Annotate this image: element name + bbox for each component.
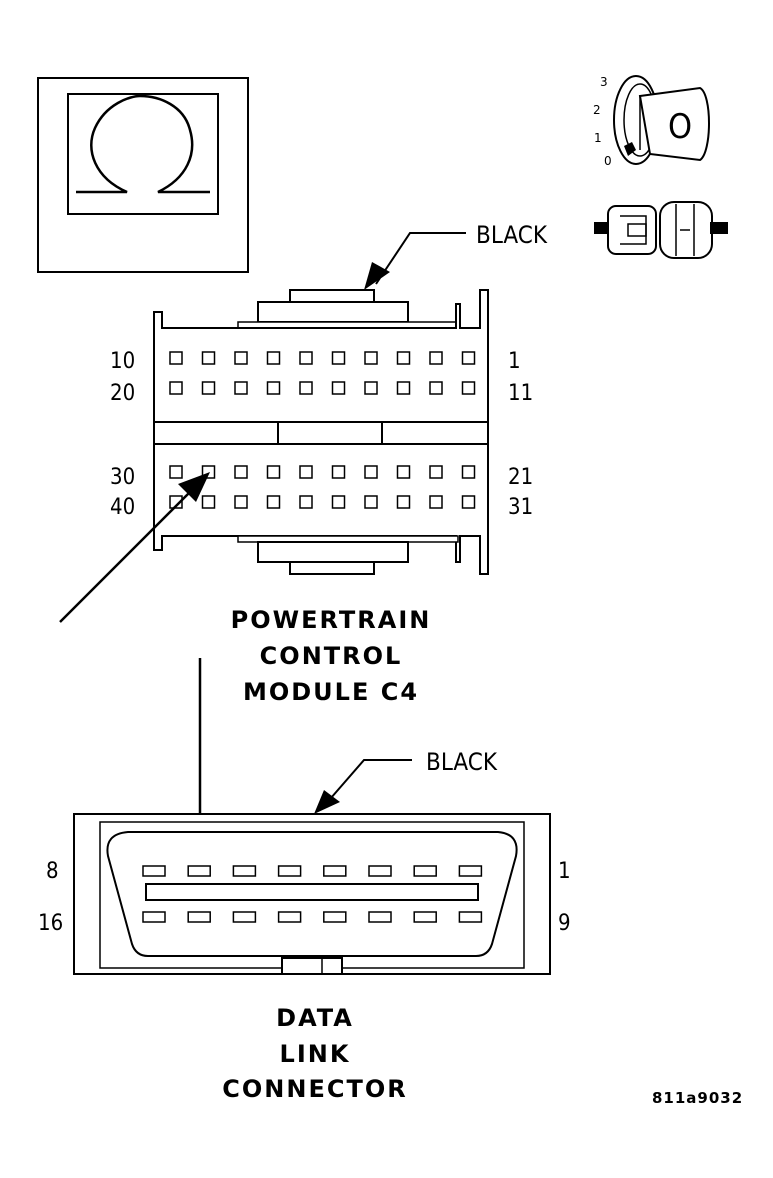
pcm-pin-cavity xyxy=(169,381,183,395)
pcm-pin-cavity xyxy=(429,495,443,509)
dlc-pin-cavity xyxy=(413,865,437,877)
pcm-probe-lead xyxy=(59,485,197,623)
dlc-pin-cavity xyxy=(142,865,166,877)
pcm-pin-label-20: 20 xyxy=(110,381,135,406)
pcm-title-line-1: POWERTRAIN xyxy=(231,606,432,634)
dlc-pin-cavity xyxy=(458,911,483,923)
pcm-pin-cavity xyxy=(234,381,248,395)
pcm-pin-cavity xyxy=(299,351,313,365)
ignition-pos-3: 3 xyxy=(600,75,608,89)
data-link-connector: BLACK 8 1 16 9 DATA LINK CONNECTOR xyxy=(38,658,571,1103)
pcm-pin-cavity xyxy=(331,465,346,479)
dlc-title-line-1: DATA xyxy=(276,1004,354,1032)
dlc-pin-cavity xyxy=(232,865,257,877)
pcm-pin-cavity xyxy=(201,495,216,509)
pcm-pin-label-1: 1 xyxy=(508,349,521,374)
pcm-pin-cavity xyxy=(266,465,281,479)
pcm-pin-cavity xyxy=(364,495,378,509)
pcm-pin-label-21: 21 xyxy=(508,465,533,490)
pcm-pin-cavity xyxy=(364,351,378,365)
dlc-pin-cavity xyxy=(368,865,392,877)
pcm-pin-cavity xyxy=(396,351,411,365)
dlc-pin-cavity xyxy=(413,911,437,923)
pcm-pin-cavity xyxy=(234,495,248,509)
pcm-pin-cavity xyxy=(266,351,281,365)
pcm-probe-arrowhead xyxy=(178,472,210,502)
dlc-pin-cavity xyxy=(277,911,302,923)
pcm-pin-cavity xyxy=(396,495,411,509)
pcm-pin-cavity xyxy=(364,381,378,395)
pcm-pin-cavity xyxy=(429,351,443,365)
disconnected-connector-icon xyxy=(594,201,728,259)
dlc-pin-label-16: 16 xyxy=(38,911,63,936)
pcm-pin-cavity xyxy=(299,495,313,509)
pcm-pin-label-11: 11 xyxy=(508,381,533,406)
pcm-pin-cavity xyxy=(331,495,346,509)
pcm-pin-cavity xyxy=(461,465,476,479)
ignition-pos-2: 2 xyxy=(593,103,601,117)
dlc-title-line-3: CONNECTOR xyxy=(222,1075,407,1103)
pcm-connector: BLACK 10 1 20 11 30 21 40 31 POWE xyxy=(59,221,548,706)
pcm-pin-cavity xyxy=(169,351,183,365)
figure-id: 811a9032 xyxy=(652,1089,743,1107)
dlc-pin-label-8: 8 xyxy=(46,859,59,884)
pcm-pin-cavity xyxy=(299,465,313,479)
pcm-pin-cavity xyxy=(396,465,411,479)
pcm-pin-cavity xyxy=(364,465,378,479)
pcm-title-line-2: CONTROL xyxy=(260,642,403,670)
ohm-meter-icon xyxy=(37,77,249,273)
dlc-pin-cavity xyxy=(458,865,483,877)
ignition-pos-0: 0 xyxy=(604,154,612,168)
pcm-pin-cavity xyxy=(461,381,476,395)
pcm-pin-label-40: 40 xyxy=(110,495,135,520)
ignition-switch-icon: 3 2 1 0 O xyxy=(593,75,710,168)
pcm-pin-cavity xyxy=(234,465,248,479)
dlc-pin-cavity xyxy=(368,911,392,923)
pcm-pin-label-30: 30 xyxy=(110,465,135,490)
dlc-pin-grid xyxy=(142,865,483,923)
pcm-pin-label-10: 10 xyxy=(110,349,135,374)
dlc-pin-cavity xyxy=(277,865,302,877)
ignition-pos-1: 1 xyxy=(594,131,602,145)
pcm-pin-cavity xyxy=(266,495,281,509)
pcm-pin-cavity xyxy=(461,495,476,509)
dlc-pin-cavity xyxy=(187,911,211,923)
pcm-pin-cavity xyxy=(299,381,313,395)
dlc-pin-cavity xyxy=(323,911,347,923)
pcm-pin-cavity xyxy=(396,381,411,395)
dlc-pin-label-9: 9 xyxy=(558,911,571,936)
pcm-pin-label-31: 31 xyxy=(508,495,533,520)
dlc-title-line-2: LINK xyxy=(280,1040,351,1068)
ignition-key-label: O xyxy=(668,107,692,147)
pcm-pin-cavity xyxy=(234,351,248,365)
dlc-pin-cavity xyxy=(142,911,166,923)
pcm-pin-cavity xyxy=(331,351,346,365)
dlc-pin-cavity xyxy=(323,865,347,877)
pcm-title-line-3: MODULE C4 xyxy=(243,678,419,706)
pcm-pin-cavity xyxy=(461,351,476,365)
pcm-pin-cavity xyxy=(201,381,216,395)
pcm-pin-grid xyxy=(169,351,476,509)
pcm-color-label: BLACK xyxy=(476,221,548,249)
dlc-pin-cavity xyxy=(187,865,211,877)
pcm-pin-cavity xyxy=(429,381,443,395)
dlc-pin-label-1: 1 xyxy=(558,859,571,884)
pcm-pin-cavity xyxy=(169,495,183,509)
pcm-pin-cavity xyxy=(429,465,443,479)
dlc-color-label: BLACK xyxy=(426,748,498,776)
pcm-pin-cavity xyxy=(169,465,183,479)
dlc-pin-cavity xyxy=(232,911,257,923)
pcm-pin-cavity xyxy=(266,381,281,395)
pcm-pin-cavity xyxy=(331,381,346,395)
pcm-pin-cavity xyxy=(201,351,216,365)
